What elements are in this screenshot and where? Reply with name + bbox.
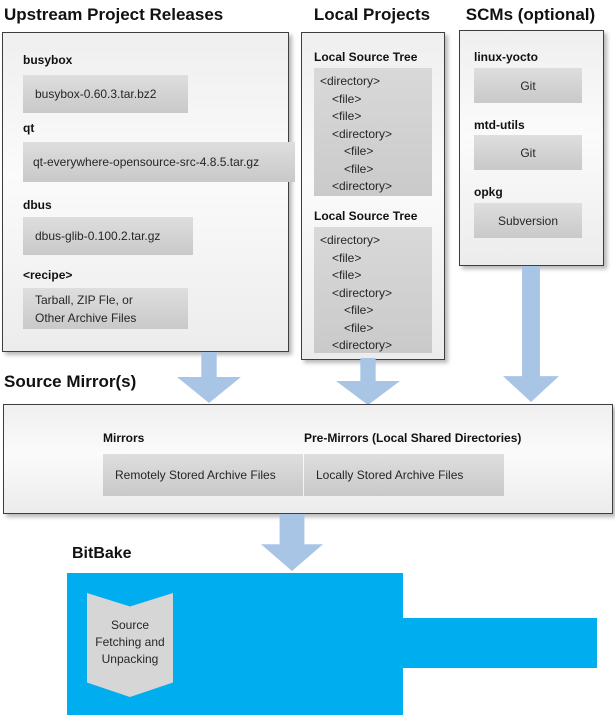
local-source-tree-label: Local Source Tree — [314, 50, 418, 64]
scm-tool-name: Git — [520, 78, 536, 93]
tree-line: <directory> — [332, 285, 393, 300]
upstream-archive-busybox: busybox-0.60.3.tar.bz2 — [23, 75, 188, 113]
tree-line: <file> — [344, 144, 374, 158]
tree-line: <file> — [344, 161, 374, 176]
bitbake-pipeline-bar — [402, 618, 597, 668]
upstream-item-label: qt — [23, 121, 35, 135]
archive-filename: dbus-glib-0.100.2.tar.gz — [35, 229, 161, 243]
banner-line: Source — [110, 618, 150, 632]
tree-line: <directory> — [332, 179, 393, 193]
upstream-item-label: <recipe> — [23, 268, 73, 282]
tree-line: <file> — [332, 91, 362, 106]
source-fetching-banner: Source Fetching and Unpacking — [87, 593, 173, 697]
arrow-upstream-to-mirrors-icon — [177, 352, 241, 403]
banner-line: Fetching and — [95, 635, 165, 649]
archive-filename: qt-everywhere-opensource-src-4.8.5.tar.g… — [33, 155, 260, 169]
source-mirrors-panel: Mirrors Remotely Stored Archive Files Pr… — [3, 404, 613, 514]
upstream-archive-qt: qt-everywhere-opensource-src-4.8.5.tar.g… — [23, 142, 295, 182]
tree-line: <file> — [344, 303, 374, 317]
local-projects-panel: Local Source Tree <directory> <file> <fi… — [301, 32, 445, 360]
tree-line: <directory> — [320, 74, 381, 88]
premirrors-box: Locally Stored Archive Files — [304, 454, 504, 496]
local-source-tree-label: Local Source Tree — [314, 209, 418, 223]
mirrors-label: Mirrors — [103, 431, 145, 445]
local-source-tree-box: <directory> <file> <file> <directory> <f… — [314, 227, 432, 353]
scms-panel: linux-yocto Git mtd-utils Git opkg Subve… — [459, 30, 604, 266]
upstream-archive-dbus: dbus-glib-0.100.2.tar.gz — [23, 217, 193, 255]
local-source-tree-box: <directory> <file> <file> <directory> <f… — [314, 68, 432, 196]
scms-heading: SCMs (optional) — [465, 5, 596, 24]
scm-item-label: opkg — [474, 185, 503, 199]
upstream-panel: busybox busybox-0.60.3.tar.bz2 qt qt-eve… — [2, 32, 295, 352]
tree-line: <file> — [332, 268, 362, 282]
scm-tool-box: Git — [474, 135, 582, 170]
tree-line: <file> — [332, 109, 362, 123]
scm-tool-name: Git — [520, 145, 536, 160]
tree-line: <directory> — [320, 233, 381, 247]
tree-line: <directory> — [332, 126, 393, 141]
bitbake-heading: BitBake — [72, 545, 132, 562]
tree-line: <file> — [344, 320, 374, 335]
mirrors-box: Remotely Stored Archive Files — [103, 454, 303, 496]
scm-tool-name: Subversion — [497, 213, 559, 228]
archive-filename: busybox-0.60.3.tar.bz2 — [35, 87, 157, 101]
scm-tool-box: Subversion — [474, 203, 582, 238]
archive-description-line: Tarball, ZIP Fle, or — [35, 292, 133, 307]
mirrors-value: Remotely Stored Archive Files — [115, 468, 276, 482]
arrow-local-to-mirrors-icon — [336, 358, 400, 405]
upstream-item-label: busybox — [23, 53, 73, 67]
scm-item-label: linux-yocto — [474, 50, 539, 64]
arrow-scms-to-mirrors-icon — [503, 266, 559, 402]
premirrors-label: Pre-Mirrors (Local Shared Directories) — [304, 431, 522, 445]
arrow-mirrors-to-bitbake-icon — [261, 514, 323, 571]
tree-line: <directory> — [332, 338, 393, 352]
upstream-item-label: dbus — [23, 198, 52, 212]
upstream-heading: Upstream Project Releases — [4, 5, 224, 24]
tree-line: <file> — [332, 250, 362, 265]
scm-item-label: mtd-utils — [474, 118, 525, 132]
banner-line: Unpacking — [101, 652, 159, 666]
scm-tool-box: Git — [474, 68, 582, 103]
premirrors-value: Locally Stored Archive Files — [316, 468, 464, 482]
upstream-archive-recipe: Tarball, ZIP Fle, or Other Archive Files — [23, 288, 188, 329]
archive-description-line: Other Archive Files — [35, 310, 137, 325]
source-mirrors-heading: Source Mirror(s) — [4, 372, 137, 391]
local-projects-heading: Local Projects — [313, 5, 431, 24]
